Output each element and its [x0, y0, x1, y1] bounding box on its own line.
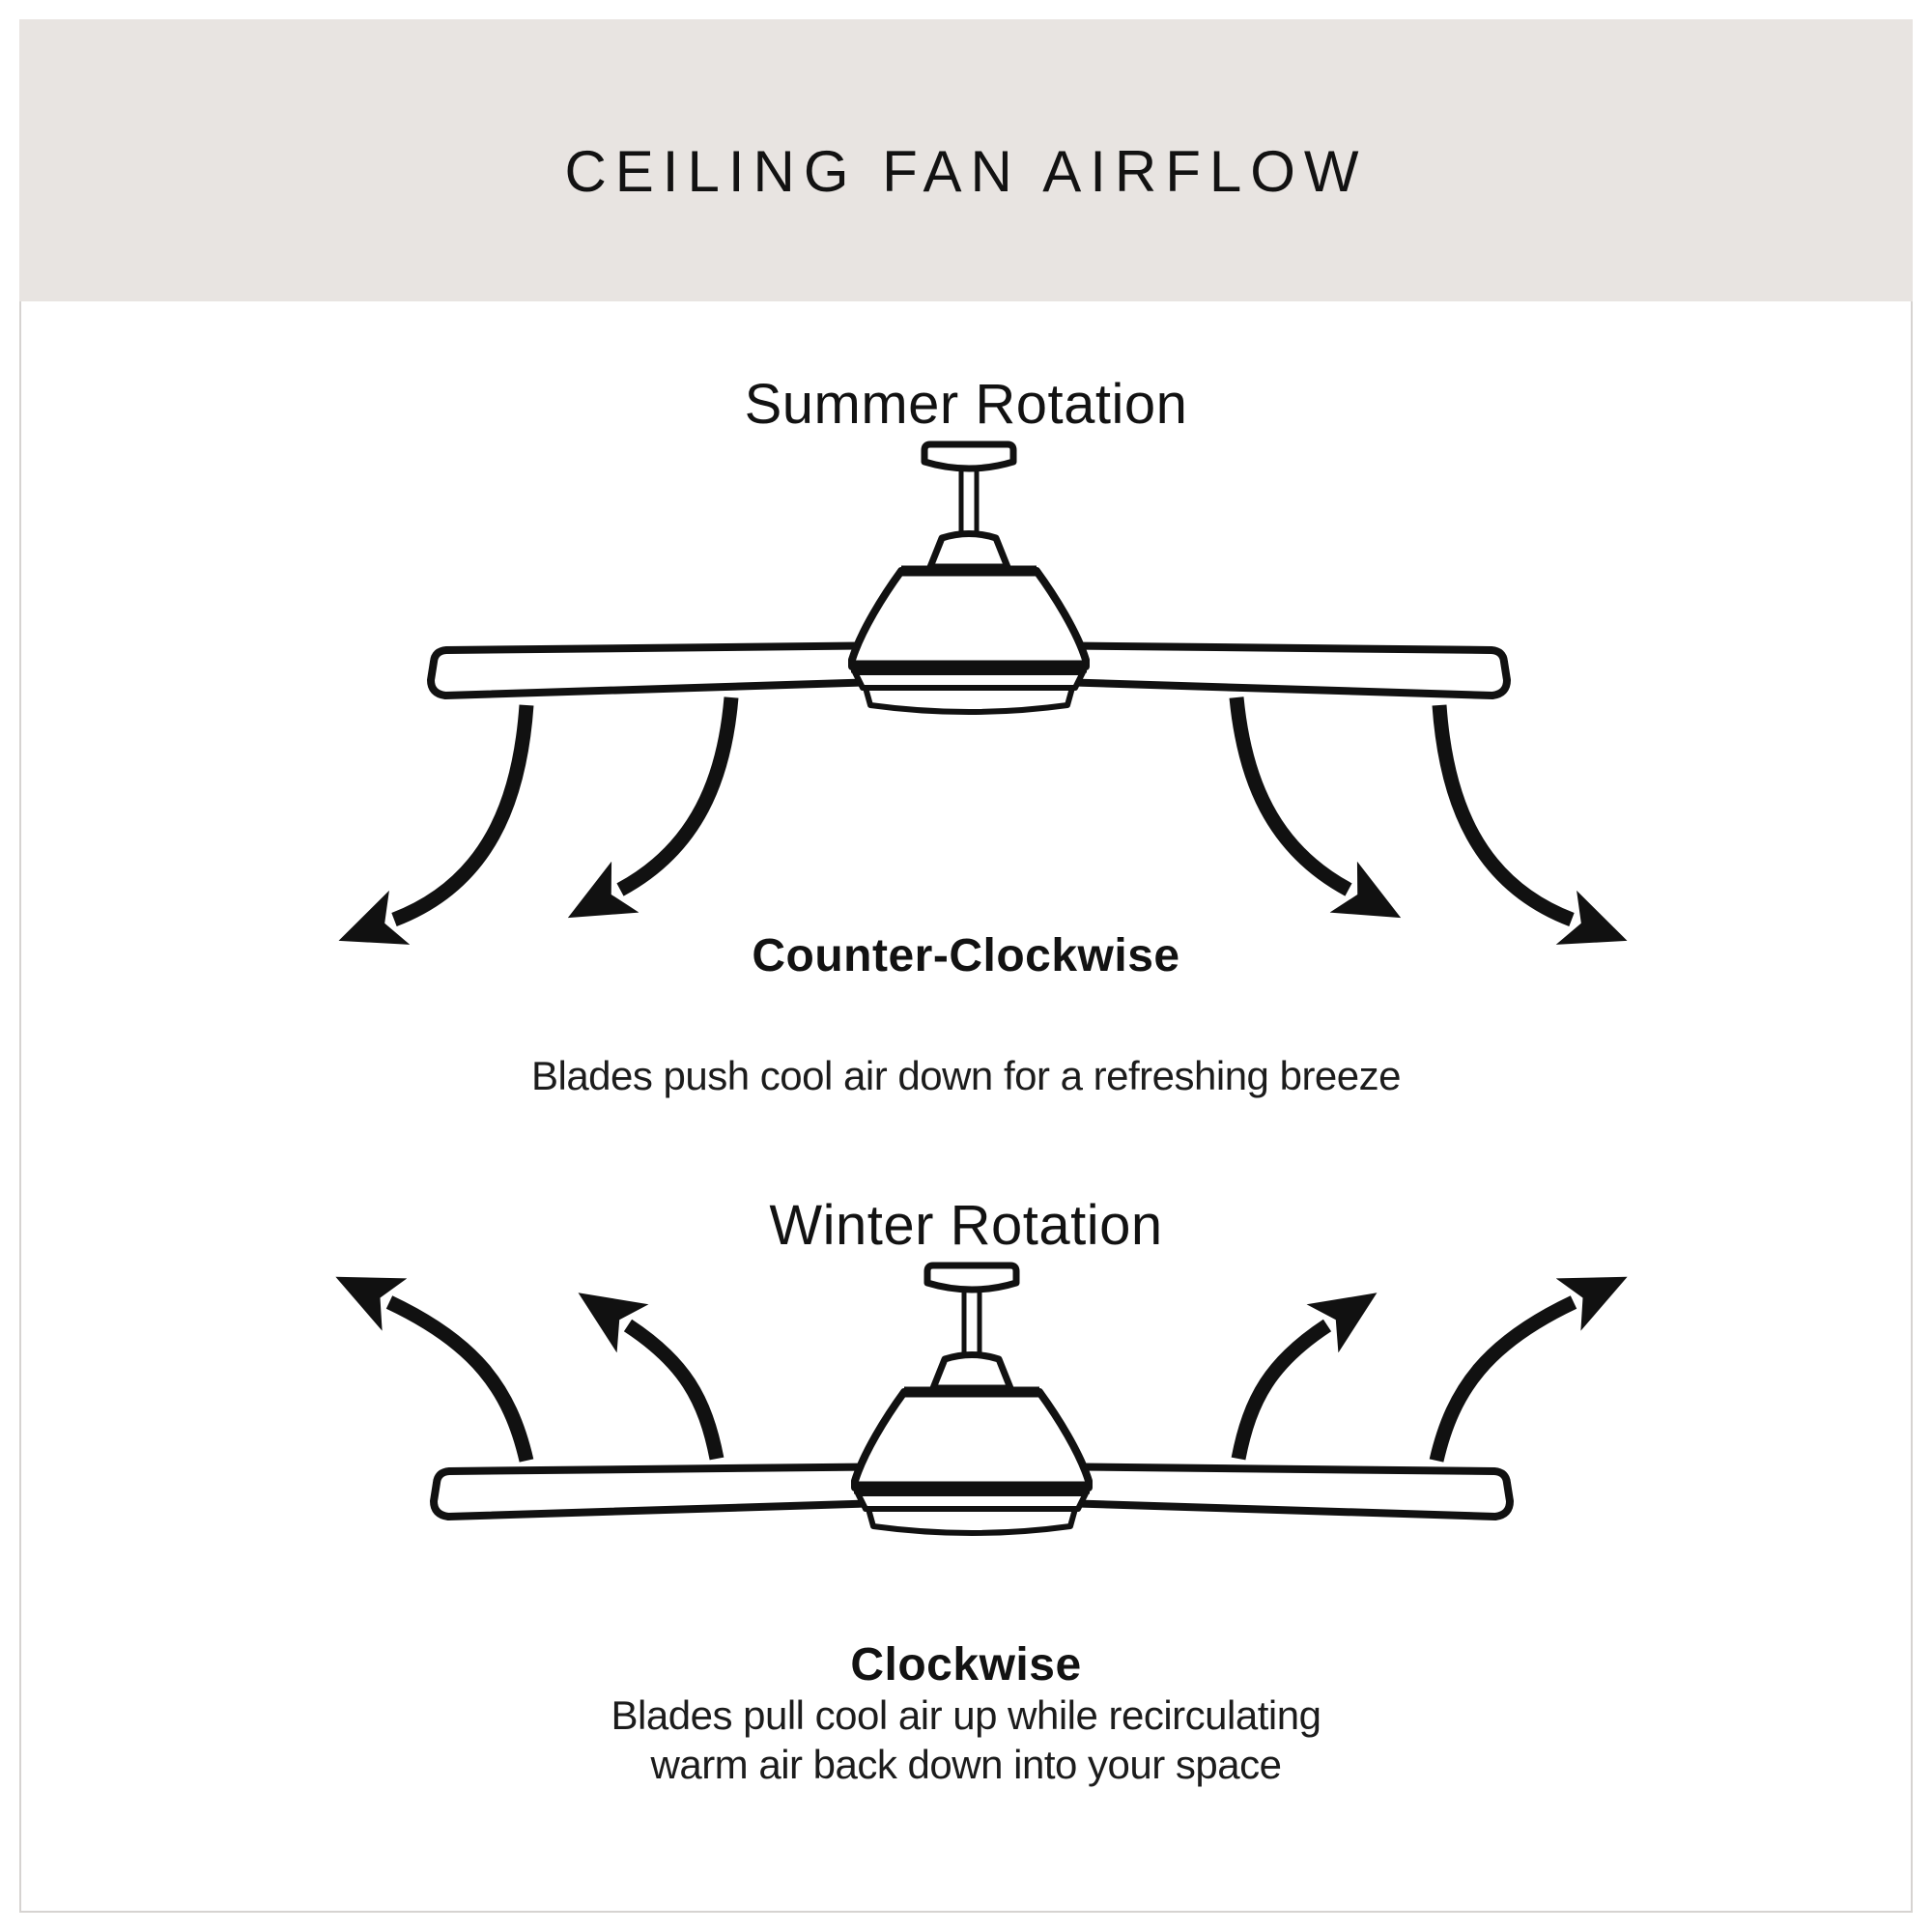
winter-description-line-2: warm air back down into your space	[650, 1742, 1282, 1788]
page-title: CEILING FAN AIRFLOW	[564, 139, 1368, 204]
summer-description: Blades push cool air down for a refreshi…	[0, 1051, 1932, 1100]
title-band	[19, 19, 1913, 301]
summer-description-line: Blades push cool air down for a refreshi…	[530, 1053, 1402, 1098]
winter-description: Blades pull cool air up while recirculat…	[0, 1690, 1932, 1789]
winter-direction-label: Clockwise	[850, 1639, 1082, 1690]
winter-description-line-1: Blades pull cool air up while recirculat…	[611, 1692, 1321, 1738]
summer-direction-label: Counter-Clockwise	[752, 930, 1180, 981]
winter-section-heading: Winter Rotation	[769, 1194, 1163, 1257]
summer-section-heading: Summer Rotation	[744, 373, 1188, 436]
